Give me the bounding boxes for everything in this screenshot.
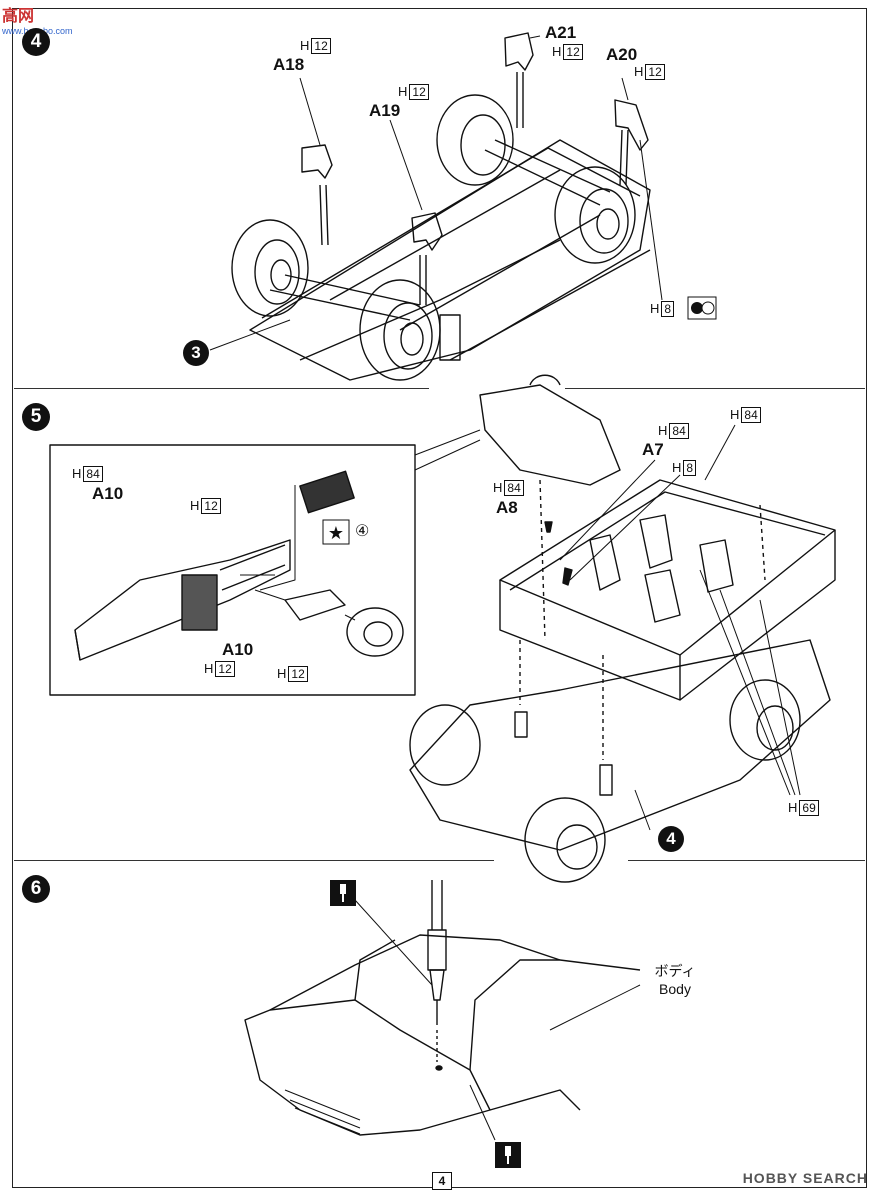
body-drill-drawing — [244, 880, 641, 1141]
page-number: 4 — [432, 1172, 452, 1190]
interior-tub-drawing — [409, 374, 836, 883]
step-5-number: 5 — [22, 403, 50, 431]
part-a7-label: A7 — [642, 440, 664, 459]
inset-a10-left-label: A10 — [92, 484, 124, 503]
two-circle-icon — [687, 296, 717, 320]
ref-step-4-number: 4 — [658, 826, 684, 852]
part-a8-label: A8 — [496, 498, 518, 517]
hobby-search-watermark: HOBBY SEARCH — [742, 1170, 868, 1186]
ref-step-3-number: 3 — [183, 340, 209, 366]
part-a19-label: A19 — [369, 101, 401, 120]
divider-step5-step6-right — [628, 860, 865, 861]
star-decal-icon: ★ — [322, 519, 350, 545]
dashboard-drawing — [74, 470, 404, 661]
body-label: ボディ Body — [640, 962, 710, 998]
drill-icon-bottom — [495, 1142, 521, 1168]
divider-step4-step5-right — [565, 388, 865, 389]
inset-box — [49, 444, 416, 696]
divider-step4-step5-left — [14, 388, 429, 389]
chassis-drawing — [209, 32, 663, 381]
body-label-en: Body — [659, 981, 691, 998]
part-a21-label: A21 — [545, 23, 577, 42]
drill-icon-top — [330, 880, 356, 906]
inset-decal-number: ④ — [355, 523, 370, 540]
divider-step5-step6-left — [14, 860, 494, 861]
step-6-number: 6 — [22, 875, 50, 903]
svg-text:★: ★ — [328, 523, 344, 544]
part-a18-label: A18 — [273, 55, 305, 74]
step-4-number: 4 — [22, 28, 50, 56]
body-label-jp: ボディ — [654, 963, 696, 979]
inset-a10-bottom-label: A10 — [222, 640, 254, 659]
part-a20-label: A20 — [606, 45, 638, 64]
